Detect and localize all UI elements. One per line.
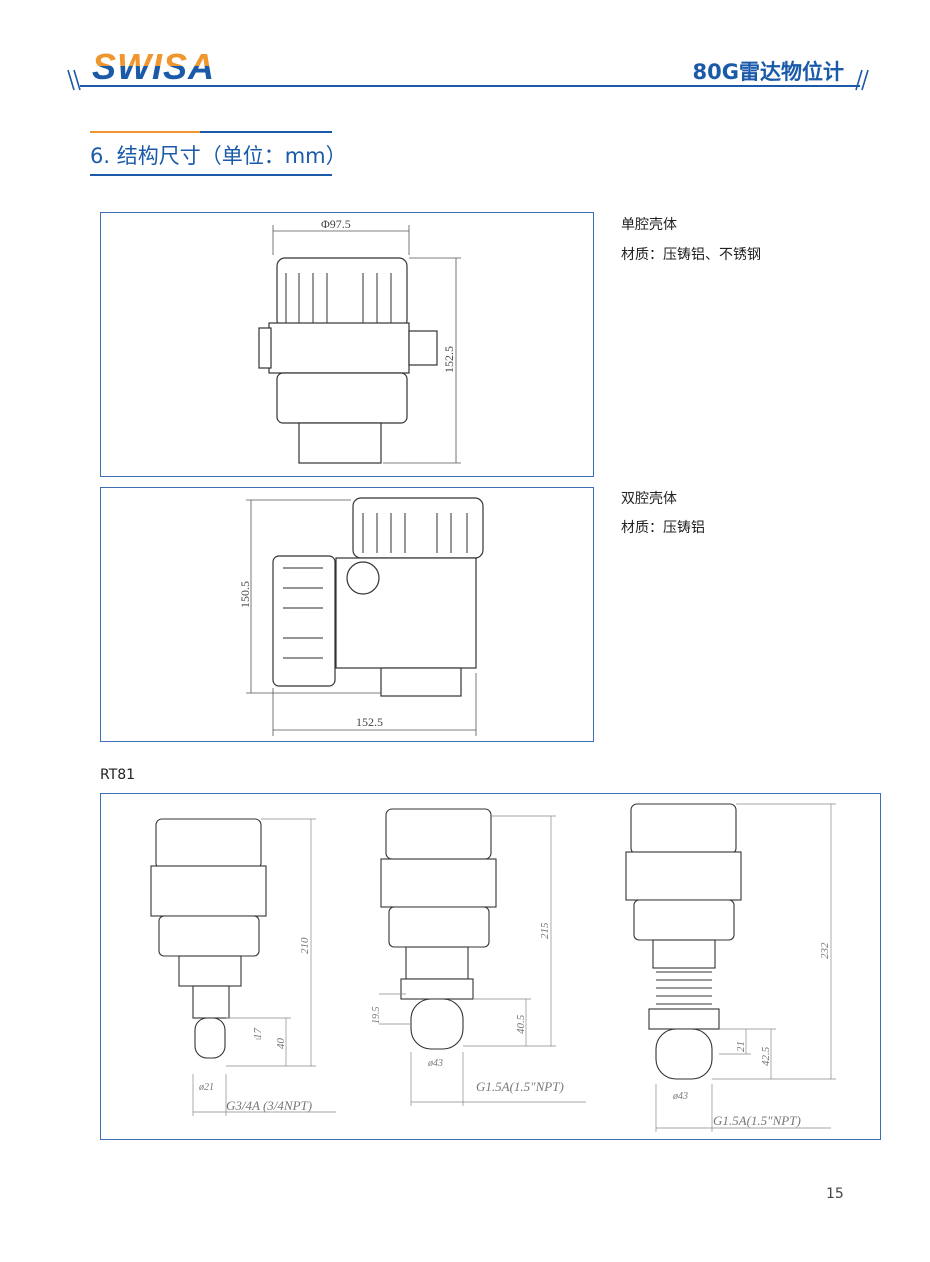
width-dimension: 152.5 bbox=[356, 715, 383, 729]
rt81-variant-c bbox=[625, 803, 742, 1080]
height-dimension: 150.5 bbox=[238, 581, 252, 608]
rt81-variant-a bbox=[150, 818, 267, 1059]
rt81-a-thread: G3/4A (3/4NPT) bbox=[226, 1098, 312, 1113]
rt81-label: RT81 bbox=[100, 767, 136, 783]
rt81-a-d1: 17 bbox=[252, 1028, 264, 1040]
header-slash-right bbox=[855, 69, 869, 91]
single-chamber-svg: Φ97.5 152.5 bbox=[258, 217, 461, 464]
section-accent-line bbox=[90, 131, 200, 133]
section-title: 6. 结构尺寸（单位：mm） bbox=[90, 144, 347, 168]
section-accent-line bbox=[200, 131, 332, 133]
rt81-a-diameter: ø21 bbox=[198, 1082, 214, 1093]
height-dimension: 152.5 bbox=[442, 346, 456, 373]
rt81-b-height: 215 bbox=[539, 922, 551, 939]
rt81-b-d1: 19.5 bbox=[371, 1007, 382, 1025]
document-title: 80G雷达物位计 bbox=[692, 60, 844, 84]
double-chamber-material: 材质：压铸铝 bbox=[621, 520, 705, 536]
double-chamber-svg: 150.5 152.5 bbox=[238, 497, 484, 736]
header-slash-left bbox=[67, 69, 81, 91]
rt81-c-thread: G1.5A(1.5"NPT) bbox=[713, 1113, 801, 1128]
rt81-a-height: 210 bbox=[299, 937, 311, 954]
single-chamber-name: 单腔壳体 bbox=[621, 217, 677, 233]
rt81-variant-b bbox=[380, 808, 497, 1050]
double-chamber-name: 双腔壳体 bbox=[621, 491, 677, 507]
rt81-b-thread: G1.5A(1.5"NPT) bbox=[476, 1079, 564, 1094]
single-chamber-material: 材质：压铸铝、不锈钢 bbox=[621, 247, 761, 263]
rt81-svg: 210 17 40 ø21 G3/4A (3/4NPT) 215 19.5 bbox=[150, 803, 836, 1132]
rt81-c-d1: 21 bbox=[735, 1041, 747, 1052]
single-chamber-drawing: Φ97.5 152.5 bbox=[100, 212, 594, 477]
rt81-c-d2: 42.5 bbox=[760, 1046, 772, 1066]
header-divider bbox=[80, 85, 860, 87]
rt81-b-diameter: ø43 bbox=[427, 1058, 443, 1069]
rt81-c-diameter: ø43 bbox=[672, 1091, 688, 1102]
rt81-b-d2: 40.5 bbox=[515, 1014, 527, 1034]
section-underline bbox=[90, 174, 332, 176]
rt81-c-height: 232 bbox=[819, 942, 831, 959]
page-number: 15 bbox=[826, 1186, 844, 1202]
swisa-logo: SWISA bbox=[92, 46, 216, 87]
rt81-a-d2: 40 bbox=[275, 1038, 287, 1050]
width-dimension: Φ97.5 bbox=[321, 217, 351, 231]
rt81-drawing: 210 17 40 ø21 G3/4A (3/4NPT) 215 19.5 bbox=[100, 793, 881, 1140]
double-chamber-drawing: 150.5 152.5 bbox=[100, 487, 594, 742]
